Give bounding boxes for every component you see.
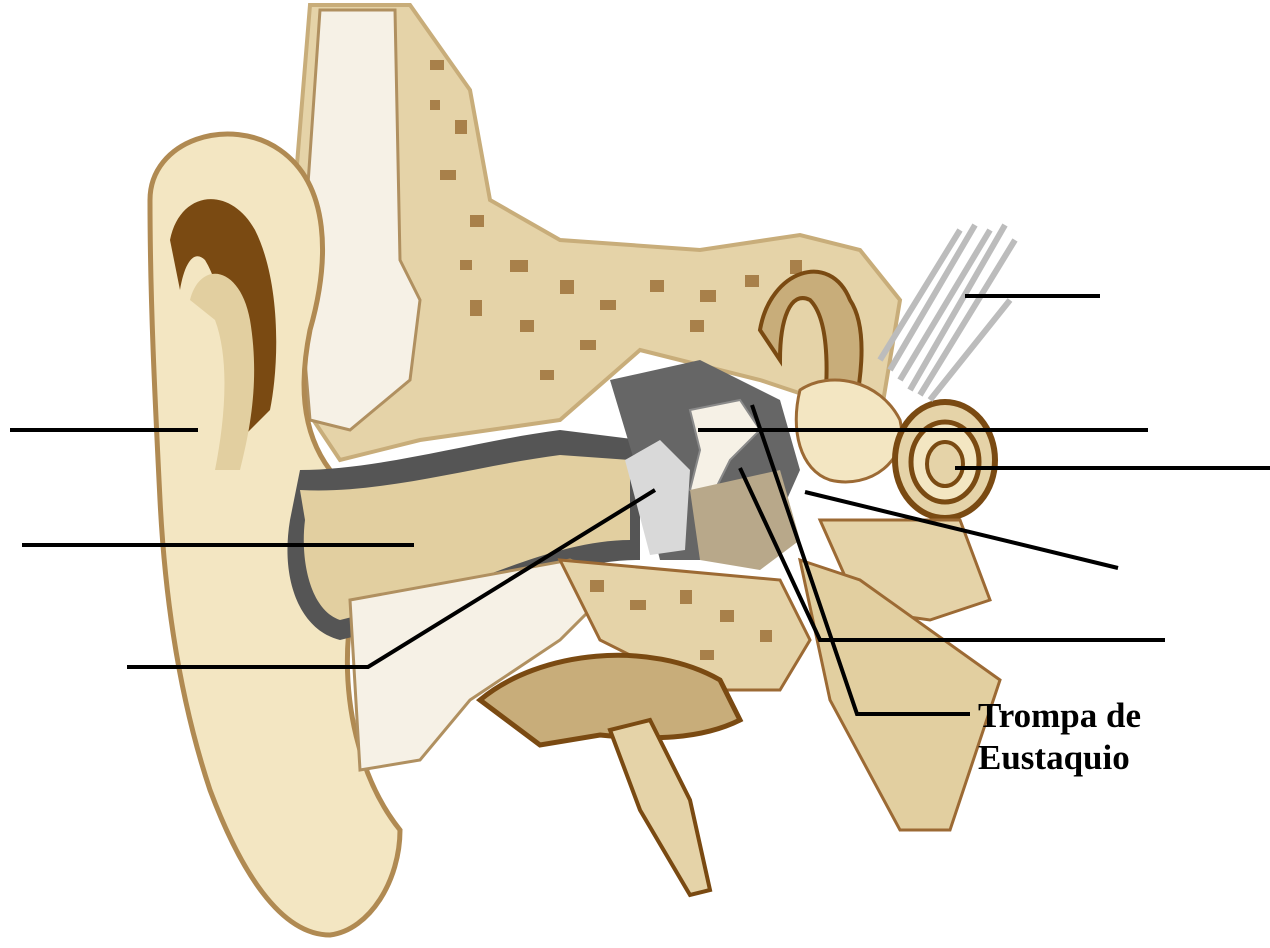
styloid-process xyxy=(610,720,710,895)
label-eustachian-line2: Eustaquio xyxy=(978,737,1141,779)
cochlea xyxy=(895,402,995,518)
auditory-nerve xyxy=(880,225,1015,400)
label-eustachian-line1: Trompa de xyxy=(978,695,1141,737)
label-eustachian-tube: Trompa de Eustaquio xyxy=(978,695,1141,779)
